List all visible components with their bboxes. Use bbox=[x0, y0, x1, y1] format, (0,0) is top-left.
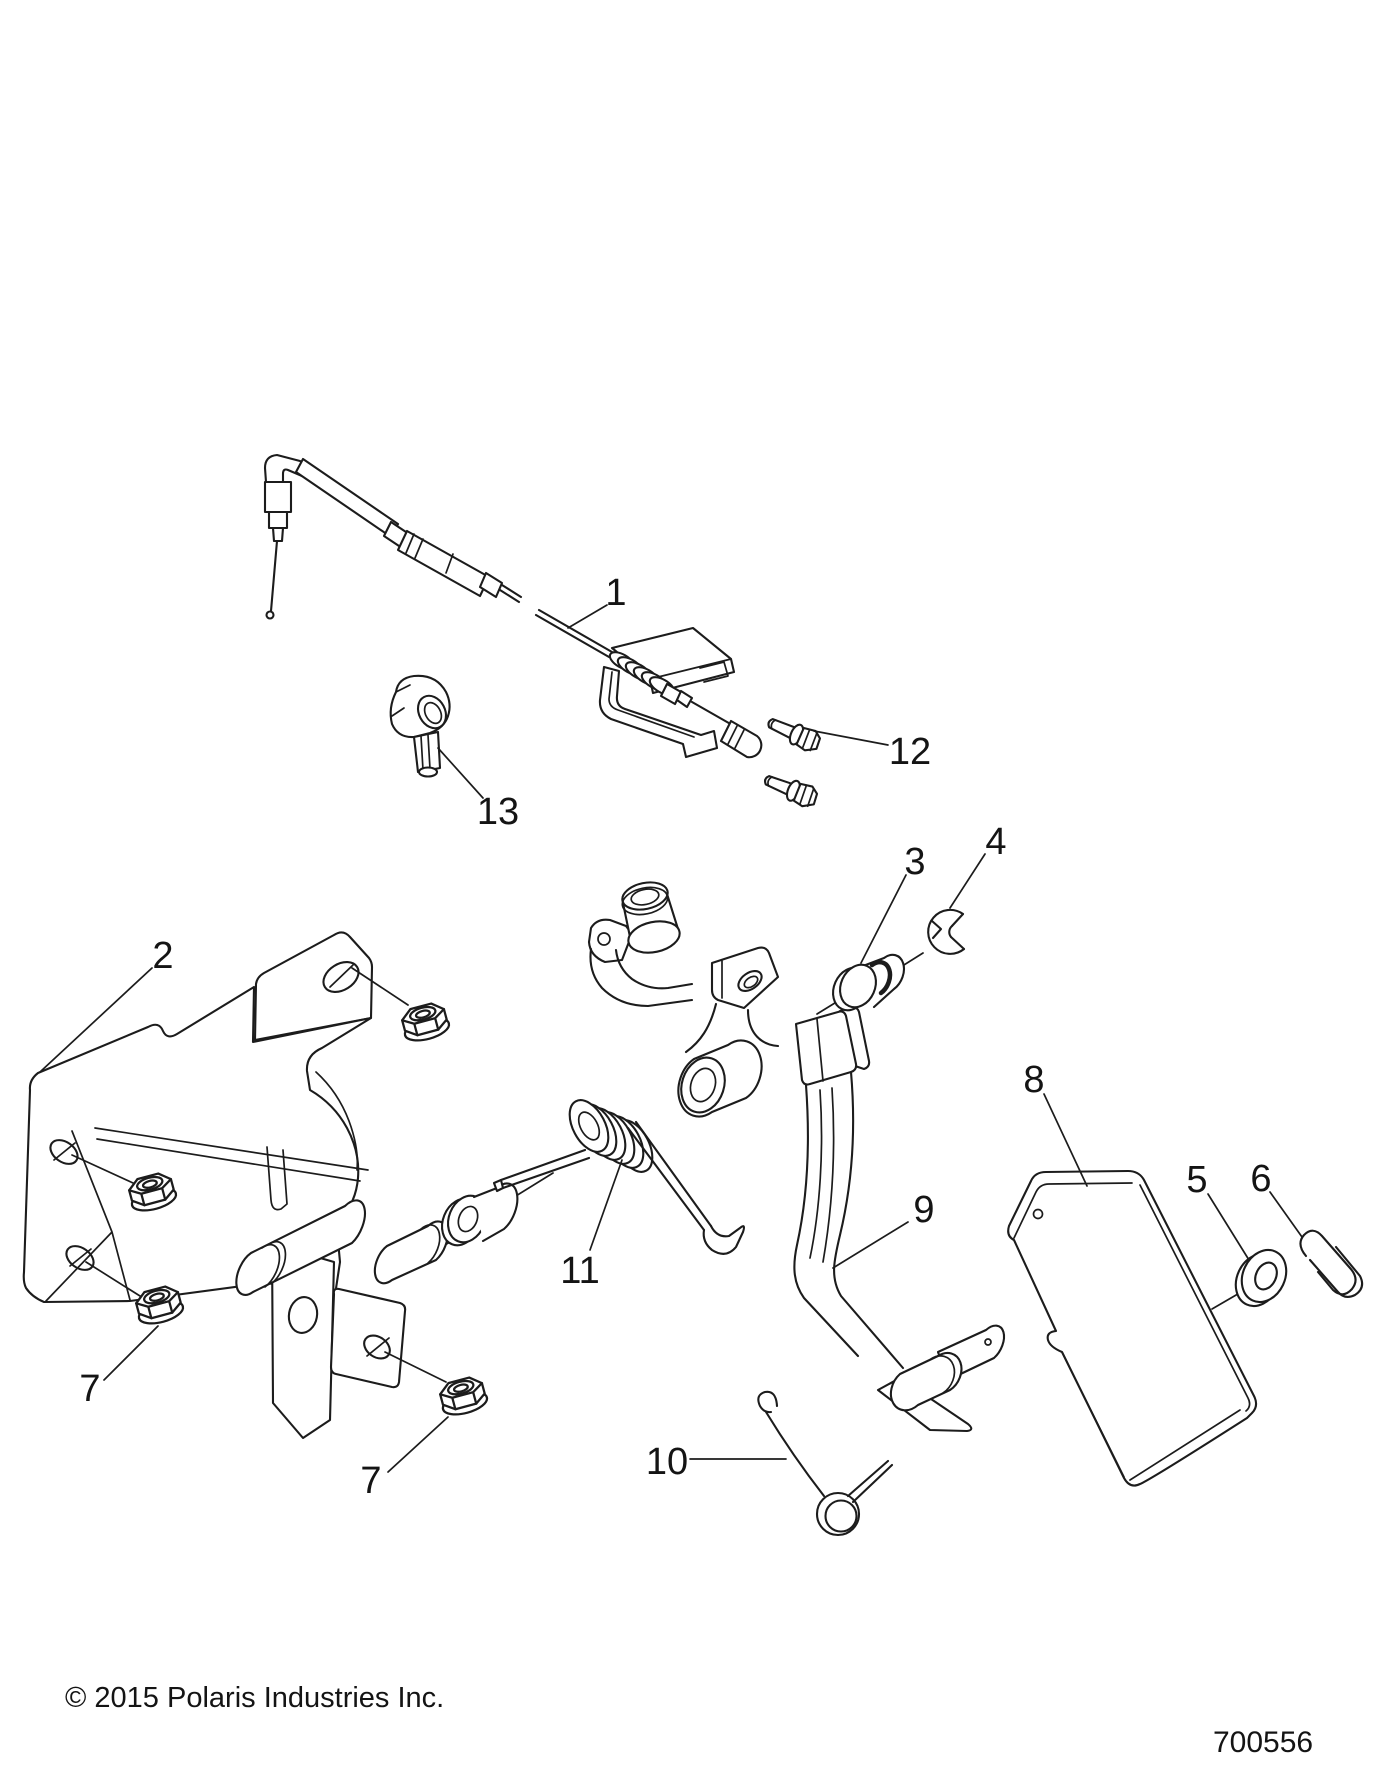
bolt-lower bbox=[760, 768, 821, 811]
return-spring bbox=[757, 1390, 894, 1537]
leader-8 bbox=[1043, 1093, 1088, 1187]
flange-nut-top bbox=[397, 999, 453, 1046]
e-clip bbox=[927, 908, 966, 955]
bolt-upper bbox=[763, 711, 824, 756]
leader-7-left bbox=[103, 1325, 159, 1381]
panel-hole-upper bbox=[49, 1139, 79, 1165]
flange-hole bbox=[322, 961, 360, 993]
leader-7-right bbox=[387, 1416, 449, 1473]
cable-attachment-bracket bbox=[710, 946, 780, 1010]
pivot-flanged-bushing bbox=[440, 1182, 519, 1247]
leader-5 bbox=[1207, 1193, 1250, 1261]
pedal-pad bbox=[1007, 1169, 1258, 1487]
cable-clamp-bracket bbox=[598, 665, 719, 759]
cable-end-plug bbox=[719, 719, 763, 759]
leader-1 bbox=[567, 604, 608, 629]
callout-10: 10 bbox=[646, 1441, 688, 1483]
callout-3: 3 bbox=[904, 841, 925, 883]
callout-5: 5 bbox=[1186, 1159, 1207, 1201]
pivot-pin bbox=[235, 1199, 367, 1296]
pad-mount-tab bbox=[794, 1005, 871, 1086]
callout-1: 1 bbox=[605, 572, 626, 614]
callout-13: 13 bbox=[477, 791, 519, 833]
leader-11 bbox=[589, 1159, 623, 1251]
leader-2 bbox=[39, 967, 153, 1073]
callout-8: 8 bbox=[1023, 1059, 1044, 1101]
callout-2: 2 bbox=[152, 935, 173, 977]
callout-7-right: 7 bbox=[360, 1460, 381, 1502]
callout-labels: 1 2 3 4 5 6 7 7 8 9 10 11 12 13 bbox=[79, 572, 1271, 1502]
cable-spring bbox=[608, 651, 676, 696]
leader-6 bbox=[1269, 1191, 1303, 1238]
callout-4: 4 bbox=[985, 821, 1006, 863]
figure-number: 700556 bbox=[1213, 1726, 1313, 1759]
copyright-text: © 2015 Polaris Industries Inc. bbox=[65, 1682, 444, 1714]
cable-retainer bbox=[389, 674, 451, 778]
pedal-pad-pin bbox=[889, 1324, 1006, 1412]
callout-11: 11 bbox=[560, 1250, 599, 1292]
pivot-tube bbox=[677, 1039, 763, 1118]
callout-9: 9 bbox=[913, 1189, 934, 1231]
clevis-plate bbox=[270, 1242, 336, 1440]
pivot-spacer bbox=[373, 1220, 449, 1285]
pivot-bushing bbox=[832, 953, 905, 1012]
hairpin-clip bbox=[1299, 1229, 1364, 1298]
leader-4 bbox=[949, 853, 986, 909]
bracket-ear bbox=[329, 1287, 407, 1389]
mounting-bolts bbox=[760, 711, 824, 811]
flange-nuts bbox=[71, 967, 491, 1420]
washer bbox=[1234, 1248, 1288, 1308]
throttle-cable bbox=[263, 453, 763, 759]
leader-3 bbox=[860, 874, 907, 964]
roller bbox=[621, 881, 681, 954]
callout-7-left: 7 bbox=[79, 1368, 100, 1410]
mounting-bracket bbox=[22, 931, 519, 1440]
callout-12: 12 bbox=[889, 731, 931, 773]
leader-13 bbox=[437, 747, 484, 799]
callout-6: 6 bbox=[1250, 1158, 1271, 1200]
cable-wire-end bbox=[265, 610, 275, 620]
torsion-spring bbox=[492, 1099, 746, 1255]
leader-lines bbox=[39, 604, 1303, 1473]
leader-9 bbox=[832, 1221, 909, 1269]
leader-12 bbox=[813, 730, 889, 746]
